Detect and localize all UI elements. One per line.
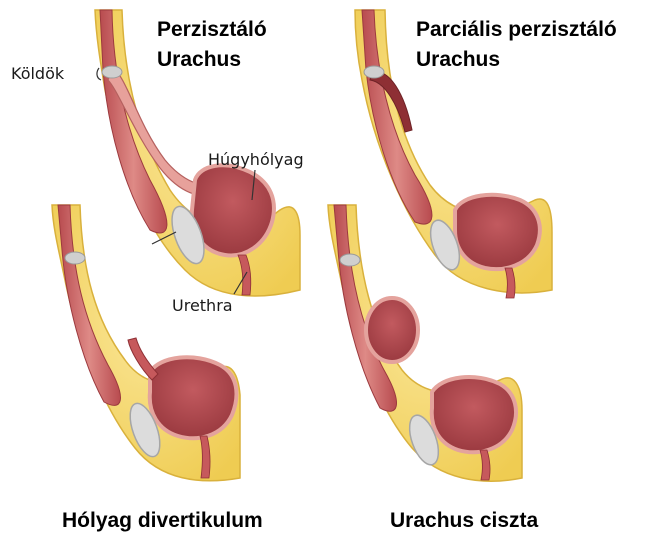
umbilicus-ring: [364, 66, 384, 78]
bladder-label: Húgyhólyag: [208, 150, 304, 169]
panel-4-caption: Urachus ciszta: [390, 509, 539, 532]
urethra-label: Urethra: [172, 296, 233, 315]
panel-partial-persistent-urachus: Parciális perzisztáló Urachus: [355, 10, 617, 298]
umbilicus-ring: [102, 66, 122, 78]
bladder: [192, 165, 274, 255]
umbilicus-ring: [340, 254, 360, 266]
bladder: [455, 195, 540, 269]
panel-1-title-line-2: Urachus: [157, 48, 241, 71]
panel-2-title-line-2: Urachus: [416, 48, 500, 71]
panel-2-title-line-1: Parciális perzisztáló: [416, 18, 617, 41]
umbilicus-label: Köldök: [11, 64, 65, 83]
bladder: [432, 377, 516, 452]
panel-3-caption: Hólyag divertikulum: [62, 509, 263, 532]
umbilicus-ring: [65, 252, 85, 264]
panel-1-title-line-1: Perzisztáló: [157, 18, 267, 41]
panel-persistent-urachus: Perzisztáló Urachus Köldök Húgyhólyag Ur…: [11, 10, 304, 315]
bladder: [150, 357, 237, 438]
urachal-cyst: [366, 298, 418, 362]
umbilicus-leader: [97, 68, 101, 80]
